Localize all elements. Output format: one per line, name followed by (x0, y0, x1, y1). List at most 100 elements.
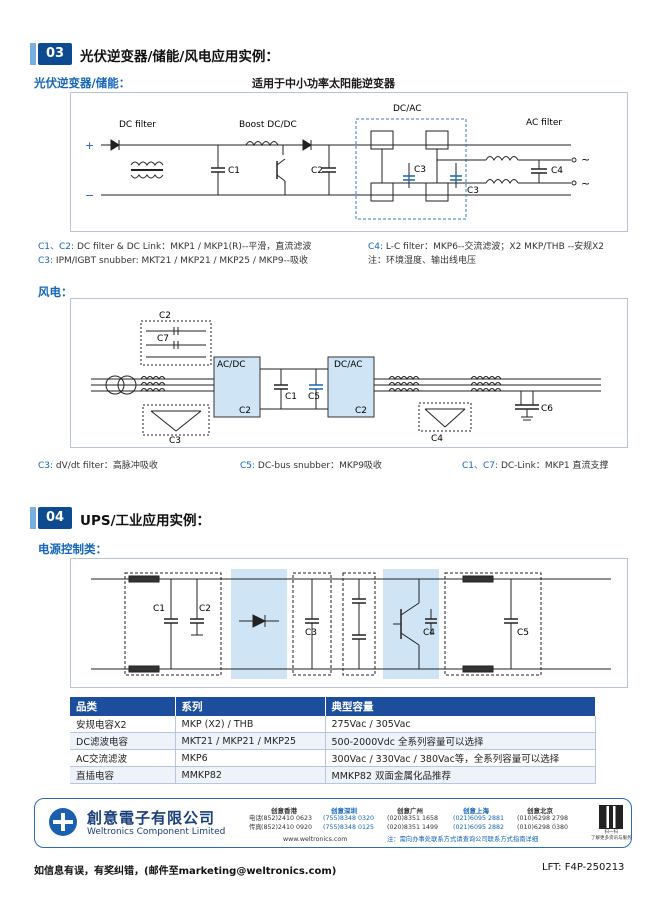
table-cell: MMKP82 双面金属化品推荐 (325, 766, 596, 784)
office-tel: (755)8348 0320 (323, 815, 374, 822)
table-row: DC滤波电容 MKT21 / MKP21 / MKP25 500-2000Vdc… (70, 732, 596, 750)
pv-caption: 适用于中小功率太阳能逆变器 (252, 77, 395, 90)
office-fax: (010)6298 0380 (517, 824, 568, 831)
ups-label-c5: C5 (517, 628, 529, 638)
wind-note-1: C3: dV/dt filter：高脉冲吸收 (38, 460, 158, 472)
wind-label-c7: C7 (157, 334, 169, 344)
office-fax: (755)8348 0125 (323, 824, 374, 831)
table-header-row: 品类 系列 典型容量 (70, 697, 596, 716)
table-row: 安规电容X2 MKP (X2) / THB 275Vac / 305Vac (70, 716, 596, 733)
table-header-series: 系列 (175, 697, 326, 716)
office-name: 创意上海 (463, 807, 489, 815)
table-header-capacity: 典型容量 (325, 697, 596, 716)
table-cell: 直插电容 (70, 766, 176, 784)
wind-label-c4: C4 (431, 434, 443, 444)
office-fax: (021)6095 2882 (453, 824, 504, 831)
table-cell: 275Vac / 305Vac (325, 716, 596, 733)
fax-label: 传真 (249, 824, 262, 831)
qr-code-icon (599, 805, 623, 829)
wind-note-2: C5: DC-bus snubber：MKP9吸收 (240, 460, 382, 472)
table-cell: 500-2000Vdc 全系列容量可以选择 (325, 732, 596, 750)
company-website[interactable]: www.weltronics.com (283, 836, 348, 843)
office-fax: (020)8351 1499 (387, 824, 438, 831)
office-name: 创意香港 (271, 807, 297, 815)
wind-dcac-module (327, 356, 375, 418)
pv-label-tilde2: ~ (581, 177, 590, 190)
pv-note-2-text: IPM/IGBT snubber: MKT21 / MKP21 / MKP25 … (55, 256, 309, 266)
office-name: 创意广州 (397, 807, 423, 815)
wind-label-c2-top: C2 (159, 311, 171, 321)
table-row: AC交流滤波 MKP6 300Vac / 330Vac / 380Vac等，全系… (70, 749, 596, 767)
wind-label-c2a: C2 (239, 406, 251, 416)
pv-note-3: C4: L-C filter：MKP6--交流滤波；X2 MKP/THB --安… (368, 241, 604, 253)
pv-label-ac-filter: AC filter (526, 118, 562, 128)
pv-label-c2: C2 (311, 166, 323, 176)
wind-subtitle: 风电： (38, 285, 73, 299)
pv-note-3-text: L-C filter：MKP6--交流滤波；X2 MKP/THB --安规X2 (385, 242, 604, 252)
ups-label-c3: C3 (305, 628, 317, 638)
wind-label-c2b: C2 (355, 406, 367, 416)
product-table: 品类 系列 典型容量 安规电容X2 MKP (X2) / THB 275Vac … (70, 697, 596, 784)
ups-subtitle: 电源控制类： (38, 542, 107, 556)
table-cell: 300Vac / 330Vac / 380Vac等，全系列容量可以选择 (325, 749, 596, 767)
feedback-note: 如信息有误，有奖纠错，(邮件至marketing@weltronics.com) (34, 866, 337, 877)
pv-label-c3a: C3 (414, 165, 426, 175)
pv-label-minus: − (85, 189, 94, 202)
pv-label-c4: C4 (551, 166, 563, 176)
ups-inverter-module (383, 569, 439, 679)
tel-label: 电话 (249, 815, 262, 822)
table-header-category: 品类 (70, 697, 176, 716)
wind-label-c5: C5 (308, 392, 320, 402)
section-title-03: 光伏逆变器/储能/风电应用实例： (80, 49, 279, 65)
qr-caption: 扫一扫 了解更多资讯与服务 (591, 830, 632, 841)
wind-label-c6: C6 (541, 404, 553, 414)
section-number-03: 03 (30, 43, 72, 65)
wind-note-2-tag: C5: (240, 461, 256, 471)
table-cell: 安规电容X2 (70, 716, 176, 733)
wind-label-dcac: DC/AC (334, 360, 363, 370)
wind-note-3-tag: C1、C7: (462, 461, 499, 471)
company-name-en: Weltronics Component Limited (87, 827, 226, 837)
company-logo-icon (49, 808, 77, 836)
wind-note-3: C1、C7: DC-Link：MKP1 直流支撑 (462, 460, 609, 472)
office-fax: (852)2410 0920 (261, 824, 312, 831)
ups-diagram: C1 C2 C3 C4 C5 (70, 558, 628, 688)
pv-subtitle: 光伏逆变器/储能： (34, 76, 131, 90)
document-code: LFT: F4P-250213 (542, 862, 625, 873)
section-number-04: 04 (30, 507, 72, 529)
wind-acdc-module (213, 356, 261, 418)
pv-note-4: 注：环境湿度、输出线电压 (368, 256, 477, 266)
pv-circuit: DC filter Boost DC/DC DC/AC AC filter C1… (85, 104, 590, 220)
ups-label-c1: C1 (153, 604, 165, 614)
wind-note-2-text: DC-bus snubber：MKP9吸收 (257, 461, 382, 471)
wind-note-3-text: DC-Link：MKP1 直流支撑 (500, 461, 609, 471)
pv-note-2-tag: C3: (38, 256, 54, 266)
wind-note-1-text: dV/dt filter：高脉冲吸收 (55, 461, 158, 471)
wind-note-1-tag: C3: (38, 461, 54, 471)
table-cell: MKP6 (175, 749, 326, 767)
pv-note-1-text: DC filter & DC Link：MKP1 / MKP1(R)--平滑，直… (76, 242, 312, 252)
wind-diagram: C2 C7 AC/DC C2 C1 C5 DC/AC C2 C6 C3 C4 (70, 298, 628, 448)
ups-circuit: C1 C2 C3 C4 C5 (91, 569, 611, 679)
pv-label-c3b: C3 (467, 186, 479, 196)
pv-note-1-tag: C1、C2: (38, 242, 75, 252)
pv-label-plus: + (85, 139, 94, 152)
office-tel: (020)8351 1658 (387, 815, 438, 822)
pv-label-dcac: DC/AC (393, 104, 422, 114)
table-cell: MKP (X2) / THB (175, 716, 326, 733)
table-cell: AC交流滤波 (70, 749, 176, 767)
section-title-04: UPS/工业应用实例： (80, 513, 211, 529)
table-cell: MKT21 / MKP21 / MKP25 (175, 732, 326, 750)
company-name-cn: 創意電子有限公司 (87, 809, 216, 827)
office-tel: (021)6095 2881 (453, 815, 504, 822)
ups-label-c2: C2 (199, 604, 211, 614)
pv-diagram: DC filter Boost DC/DC DC/AC AC filter C1… (70, 92, 628, 232)
office-name: 创意北京 (527, 807, 553, 815)
pv-label-tilde1: ~ (581, 153, 590, 166)
office-name: 创意深圳 (331, 807, 357, 815)
ups-label-c4: C4 (423, 628, 435, 638)
table-row: 直插电容 MMKP82 MMKP82 双面金属化品推荐 (70, 766, 596, 784)
pv-label-c1: C1 (228, 166, 240, 176)
table-cell: MMKP82 (175, 766, 326, 784)
wind-circuit: C2 C7 AC/DC C2 C1 C5 DC/AC C2 C6 C3 C4 (91, 311, 601, 446)
